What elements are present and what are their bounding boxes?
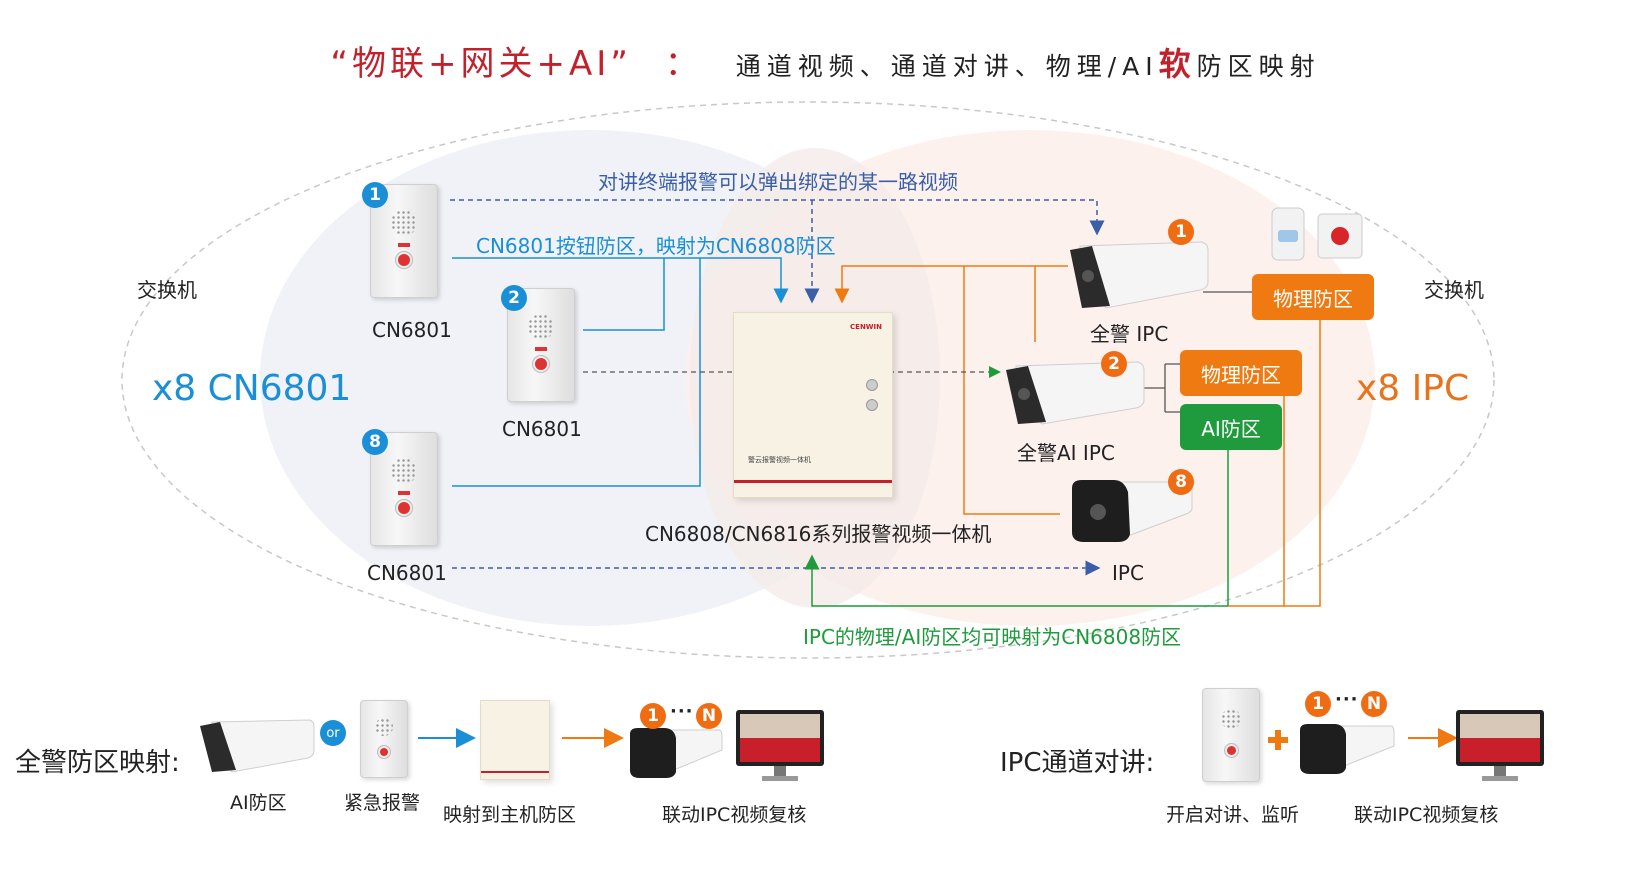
bottom-right-title: IPC通道对讲: [1000, 748, 1155, 778]
host-device: CENWIN 警云报警视频一体机 [733, 312, 893, 498]
title-part1: 通道视频、通道对讲、物理/AI [735, 52, 1159, 81]
bottom-ellipsis-2: ··· [1335, 689, 1359, 710]
switch-label-right: 交换机 [1424, 278, 1484, 302]
ipc2-label: 全警AI IPC [1017, 441, 1115, 465]
physical-zone-2: 物理防区 [1180, 350, 1302, 396]
bottom-cn6801-panel [360, 700, 408, 778]
bottom-right-cn6801-panel [1202, 688, 1260, 782]
pir-sensor-icon [1271, 207, 1305, 261]
host-label: CN6808/CN6816系列报警视频一体机 [645, 522, 992, 546]
ipc-camera-8 [1072, 480, 1193, 542]
bottom-ai-zone-label: AI防区 [230, 792, 287, 814]
plus-icon [1268, 730, 1288, 750]
cn1-link [452, 257, 789, 304]
badge-cn-2: 2 [501, 285, 527, 311]
cn8-link [452, 258, 701, 487]
ipc2-zone-bracket [1140, 363, 1180, 413]
title-colon: ： [664, 44, 703, 84]
monitor-icon-2 [1456, 710, 1544, 781]
cn1-label: CN6801 [372, 318, 452, 342]
ipc-orange-link [834, 265, 1068, 304]
bottom-review-label-1: 联动IPC视频复核 [662, 804, 807, 826]
bottom-ai-camera [200, 719, 315, 773]
bottom-review-label-2: 联动IPC视频复核 [1354, 804, 1499, 826]
cn2-label: CN6801 [502, 417, 582, 441]
bottom-map-host-label: 映射到主机防区 [443, 804, 577, 826]
ipc1-label: 全警 IPC [1090, 322, 1169, 346]
note-ipc-zone: IPC的物理/AI防区均可映射为CN6808防区 [803, 625, 1182, 649]
green-return-line [804, 450, 1229, 607]
bottom-badge-n-1: N [696, 703, 722, 729]
note-video-popup: 对讲终端报警可以弹出绑定的某一路视频 [598, 170, 958, 194]
bottom-host-device [480, 700, 550, 780]
badge-cn-1: 1 [362, 182, 388, 208]
ai-zone: AI防区 [1180, 404, 1282, 450]
badge-ipc-8: 8 [1168, 469, 1194, 495]
title-highlight: “物联+网关+AI” [330, 44, 632, 84]
page-title: “物联+网关+AI” ： 通道视频、通道对讲、物理/AI软防区映射 [0, 36, 1651, 85]
title-soft: 软 [1158, 45, 1197, 83]
monitor-icon-1 [736, 710, 824, 781]
ipc-count: x8 IPC [1356, 368, 1470, 409]
ipc-camera-1 [1070, 241, 1209, 309]
cn8-label: CN6801 [367, 561, 447, 585]
bottom-badge-2: 1 [1305, 691, 1331, 717]
bottom-emergency-label: 紧急报警 [344, 792, 421, 814]
emergency-button-icon [1317, 213, 1363, 259]
ipc8-label: IPC [1112, 561, 1144, 585]
bottom-left-title: 全警防区映射: [15, 748, 180, 778]
bottom-ipc-camera-2 [1300, 724, 1395, 774]
cn6801-count: x8 CN6801 [152, 368, 352, 409]
badge-ipc-2: 2 [1101, 351, 1127, 377]
physical-zone-1: 物理防区 [1252, 274, 1374, 320]
title-part2: 防区映射 [1196, 52, 1321, 81]
or-badge: or [320, 720, 346, 746]
bottom-ellipsis-1: ··· [670, 701, 694, 722]
switch-label-left: 交换机 [137, 278, 197, 302]
bottom-ipc-camera-1 [630, 728, 723, 778]
bottom-badge-n-2: N [1361, 691, 1387, 717]
ipc-camera-2 [1006, 361, 1145, 425]
cn6801-panel-1 [370, 184, 438, 298]
note-button-zone: CN6801按钮防区，映射为CN6808防区 [476, 234, 836, 258]
ipc8-orange-link [963, 266, 1060, 515]
orange-return-line-2 [1284, 320, 1321, 607]
bottom-open-talk-label: 开启对讲、监听 [1166, 804, 1300, 826]
badge-ipc-1: 1 [1168, 219, 1194, 245]
network-boundary [121, 101, 1495, 659]
cn2-link [583, 258, 665, 331]
badge-cn-8: 8 [362, 429, 388, 455]
bottom-badge-1: 1 [640, 703, 666, 729]
